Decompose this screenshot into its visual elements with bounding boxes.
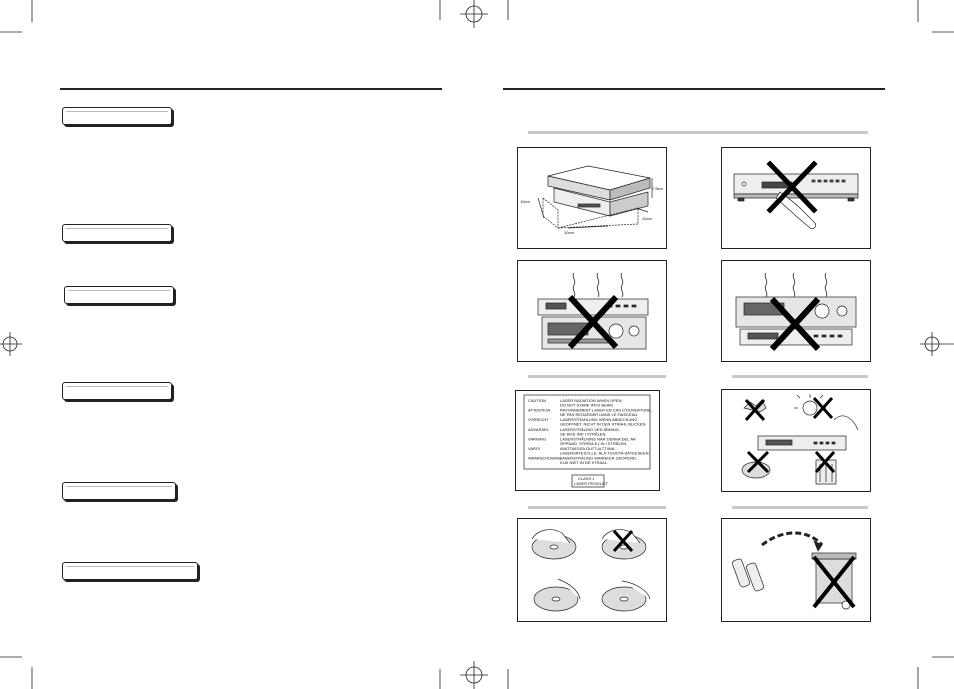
class-label-line2: LASER PRODUCT [574, 481, 609, 486]
right-header-rule [503, 88, 885, 90]
laser-row-text2: SE IKKE IND I STRÅLEN. [560, 431, 606, 436]
dim-right-label: 10cm [642, 216, 652, 221]
section-tab-4 [62, 382, 172, 400]
laser-row-lang: VORSICHT [528, 417, 549, 422]
section-rule-2b [732, 375, 868, 378]
laser-row-text2: NE PAS REGARDER DANS LE FAISCEAU. [560, 412, 638, 417]
section-tab-3 [64, 286, 174, 304]
laser-row-lang: VARO! [528, 446, 540, 451]
laser-row-text1: LASERSTRAHLUNG WENN ABDECKUNG [560, 417, 637, 422]
battery-disposal-illustration [721, 518, 871, 622]
laser-row-lang: VARNING [528, 436, 546, 441]
laser-row-text1: LASER RADIATION WHEN OPEN [560, 398, 622, 403]
environment-warnings-illustration [721, 389, 871, 492]
dim-top-label: 7.5cm [652, 186, 664, 191]
no-stacking-illustration [721, 260, 871, 362]
laser-row-text1: LASERSTRÅLING VED ÅBNING, [560, 427, 620, 432]
laser-row-text2: KIJK NIET IN DE STRAAL. [560, 460, 608, 465]
section-tab-1 [62, 107, 172, 125]
laser-row-text1: LASERSTRÅLNING NÄR DENNA DEL ÄR [560, 436, 636, 441]
section-tab-2 [62, 224, 172, 242]
placement-clearance-illustration: 10cm 7.5cm 10cm 10cm [517, 147, 667, 249]
laser-row-text2: ÖPPNAD, STIRRA EJ IN I STRÅLEN. [560, 441, 627, 446]
section-tab-6 [62, 562, 198, 580]
laser-row-text2: DO NOT STARE INTO BEAM [560, 403, 613, 408]
section-rule-2a [528, 375, 666, 378]
laser-row-text1: AVATTAESSA OLET ALTTIINA [560, 446, 615, 451]
laser-row-text1: RAYONNEMENT LASER EN CAS D'OUVERTURE, [560, 408, 652, 413]
section-rule-3b [732, 506, 868, 509]
laser-row-lang: ADVARSEL [528, 427, 550, 432]
section-tab-5 [62, 482, 176, 500]
left-header-rule [60, 88, 442, 90]
laser-row-lang: CAUTION [528, 398, 546, 403]
laser-row-text2: LASERSÄTEILYLLE. ÄLÄ TUIJOTA SÄTEESEEN. [560, 451, 650, 456]
class-label-line1: CLASS 1 [578, 476, 595, 481]
no-hand-in-tray-illustration [721, 147, 871, 249]
laser-row-lang: WAARSCHUWING [528, 456, 562, 461]
disc-handling-illustration [517, 518, 667, 622]
dim-left-label: 10cm [520, 199, 530, 204]
section-rule-1 [528, 131, 868, 134]
section-rule-3a [528, 506, 666, 509]
dim-bottom-label: 10cm [564, 230, 574, 235]
laser-row-text1: LASERSTRALING WANNEER GEOPEND, [560, 456, 637, 461]
no-heat-above-illustration [517, 260, 667, 362]
laser-row-lang: ATTENTION [528, 408, 550, 413]
laser-row-text2: GEÖFFNET, NICHT IN DEN STRAHL BLICKEN. [560, 422, 646, 427]
